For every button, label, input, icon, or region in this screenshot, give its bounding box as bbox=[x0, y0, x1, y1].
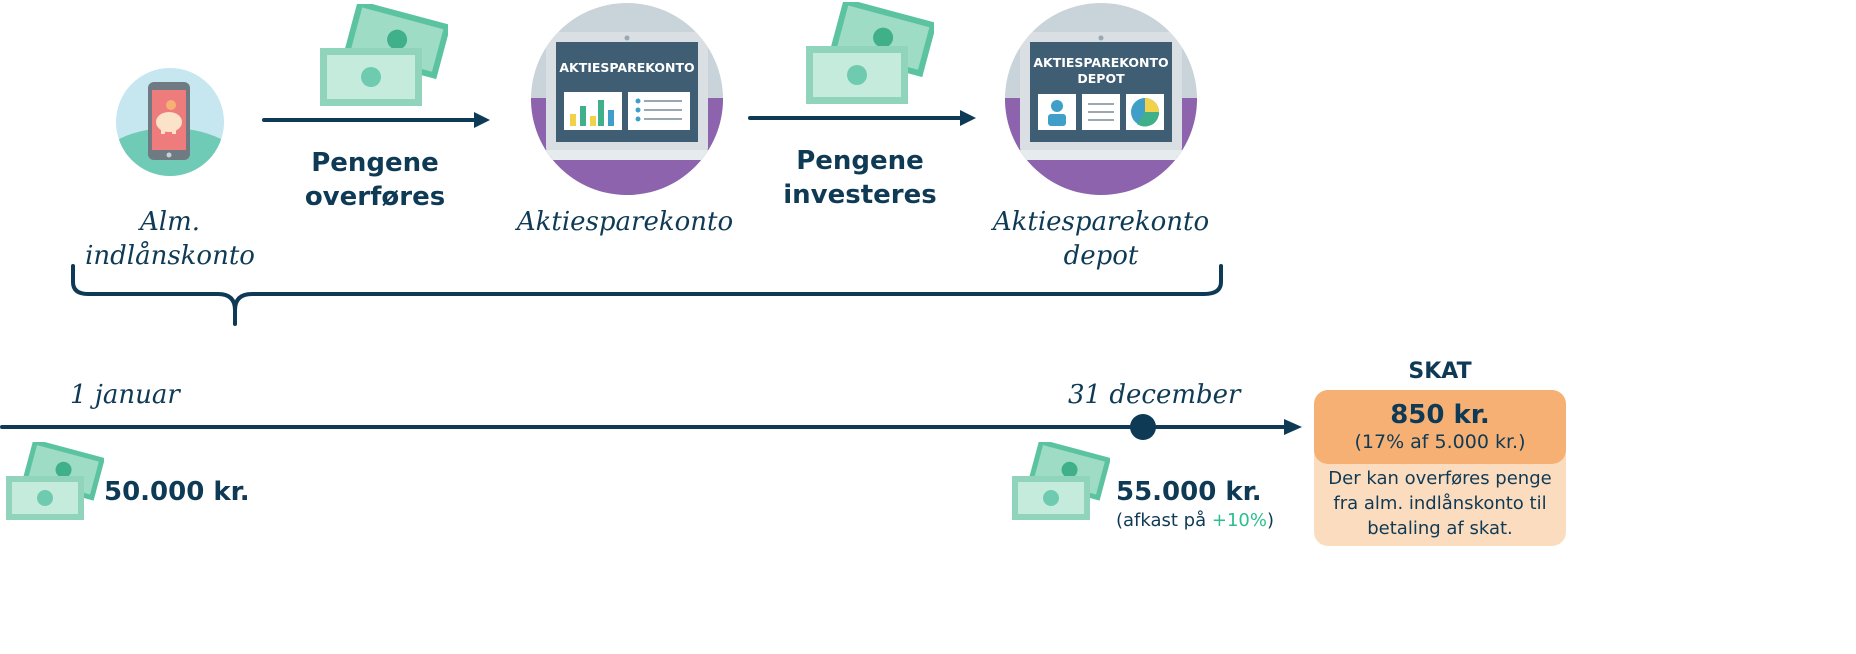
return-note: (afkast på +10%) bbox=[1116, 510, 1274, 532]
tax-amount: 850 kr. bbox=[1390, 400, 1490, 430]
tax-note-line2: fra alm. indlånskonto til bbox=[1333, 493, 1547, 514]
return-value: +10% bbox=[1211, 510, 1267, 531]
money-bills-icon bbox=[318, 4, 448, 108]
step3-screen-title: AKTIESPAREKONTO DEPOT bbox=[1030, 55, 1172, 87]
piggy-bank-phone-icon bbox=[116, 68, 224, 176]
invest-arrow bbox=[748, 108, 978, 128]
transfer-arrow bbox=[262, 110, 492, 130]
step3-label: Aktiesparekonto depot bbox=[970, 205, 1232, 273]
tax-heading: SKAT bbox=[1408, 359, 1472, 384]
arrow2-label-line1: Pengene bbox=[796, 146, 924, 176]
tax-calc: (17% af 5.000 kr.) bbox=[1354, 431, 1526, 453]
start-amount: 50.000 kr. bbox=[104, 477, 250, 507]
arrow1-label: Pengene overføres bbox=[270, 146, 480, 214]
return-prefix: (afkast på bbox=[1116, 510, 1212, 531]
timeline-start-label: 1 januar bbox=[70, 380, 180, 410]
step1-label: Alm. indlånskonto bbox=[60, 205, 280, 273]
arrow1-label-line1: Pengene bbox=[311, 148, 439, 178]
arrow2-label-line2: investeres bbox=[783, 180, 937, 210]
end-amount: 55.000 kr. bbox=[1116, 477, 1262, 507]
arrow1-label-line2: overføres bbox=[304, 182, 446, 212]
laptop-account-icon bbox=[530, 2, 724, 196]
money-bills-icon bbox=[1010, 442, 1110, 522]
tax-note: Der kan overføres penge fra alm. indlåns… bbox=[1314, 466, 1566, 541]
grouping-brace bbox=[66, 260, 1230, 330]
step1-label-line1: Alm. bbox=[139, 207, 200, 237]
step3-screen-title-line1: AKTIESPAREKONTO bbox=[1033, 55, 1169, 70]
return-suffix: ) bbox=[1266, 510, 1274, 531]
tax-note-line1: Der kan overføres penge bbox=[1328, 468, 1552, 489]
money-bills-icon bbox=[804, 2, 934, 106]
timeline-end-label: 31 december bbox=[1068, 380, 1241, 410]
step3-label-line2: depot bbox=[1063, 241, 1139, 271]
step3-label-line1: Aktiesparekonto bbox=[992, 207, 1210, 237]
step3-screen-title-line2: DEPOT bbox=[1077, 71, 1125, 86]
step1-label-line2: indlånskonto bbox=[85, 241, 255, 271]
tax-note-line3: betaling af skat. bbox=[1367, 518, 1513, 539]
step2-label: Aktiesparekonto bbox=[516, 207, 734, 237]
year-end-marker bbox=[1130, 414, 1156, 440]
step2-screen-title: AKTIESPAREKONTO bbox=[559, 60, 695, 75]
laptop-depot-icon bbox=[1004, 2, 1198, 196]
arrow2-label: Pengene investeres bbox=[755, 144, 965, 212]
money-bills-icon bbox=[4, 442, 104, 522]
tax-amount-box: 850 kr. (17% af 5.000 kr.) bbox=[1314, 390, 1566, 464]
timeline-arrow bbox=[0, 416, 1304, 438]
